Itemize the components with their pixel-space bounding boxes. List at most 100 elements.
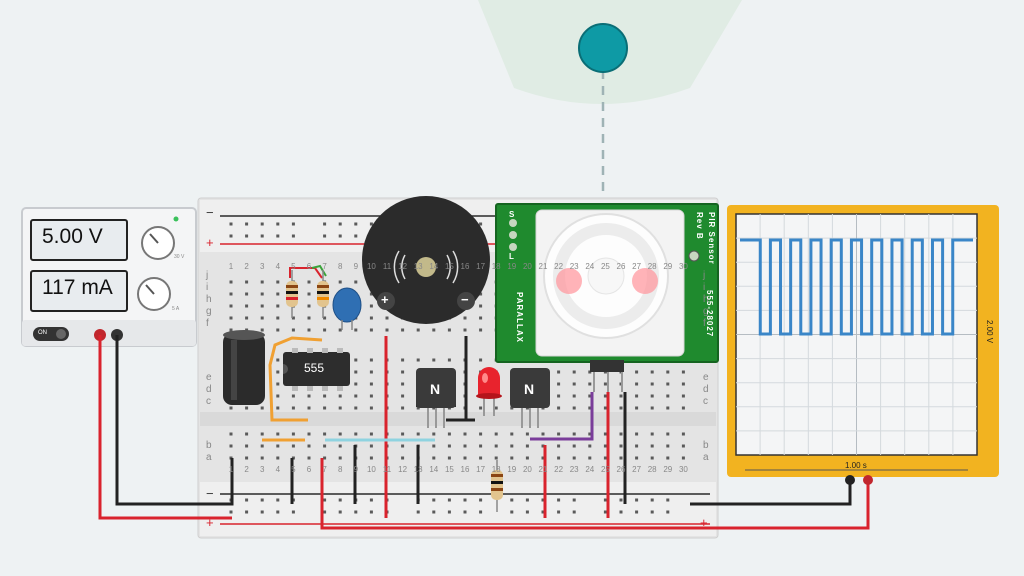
breadboard-hole[interactable]: [572, 456, 576, 460]
breadboard-hole[interactable]: [338, 432, 342, 436]
breadboard-hole[interactable]: [479, 358, 483, 362]
breadboard-hole[interactable]: [541, 510, 545, 514]
breadboard-hole[interactable]: [681, 382, 685, 386]
breadboard-hole[interactable]: [323, 510, 327, 514]
breadboard-hole[interactable]: [369, 382, 373, 386]
breadboard-hole[interactable]: [385, 316, 389, 320]
breadboard-hole[interactable]: [354, 328, 358, 332]
breadboard-hole[interactable]: [307, 280, 311, 284]
breadboard-hole[interactable]: [245, 328, 249, 332]
electrolytic-capacitor[interactable]: [223, 330, 265, 405]
breadboard-hole[interactable]: [338, 406, 342, 410]
breadboard-hole[interactable]: [323, 328, 327, 332]
breadboard-hole[interactable]: [510, 432, 514, 436]
breadboard-hole[interactable]: [463, 316, 467, 320]
breadboard-hole[interactable]: [416, 328, 420, 332]
breadboard-hole[interactable]: [354, 234, 358, 238]
breadboard-hole[interactable]: [260, 432, 264, 436]
scope-ground-terminal[interactable]: [845, 475, 855, 485]
breadboard-hole[interactable]: [369, 222, 373, 226]
breadboard-hole[interactable]: [619, 432, 623, 436]
breadboard-hole[interactable]: [307, 432, 311, 436]
breadboard-hole[interactable]: [588, 444, 592, 448]
breadboard-hole[interactable]: [416, 358, 420, 362]
breadboard-hole[interactable]: [557, 382, 561, 386]
breadboard-hole[interactable]: [619, 444, 623, 448]
breadboard-hole[interactable]: [588, 456, 592, 460]
breadboard-hole[interactable]: [432, 498, 436, 502]
breadboard-hole[interactable]: [291, 222, 295, 226]
breadboard-hole[interactable]: [323, 222, 327, 226]
breadboard-hole[interactable]: [401, 382, 405, 386]
breadboard-hole[interactable]: [603, 394, 607, 398]
breadboard-hole[interactable]: [635, 444, 639, 448]
breadboard-hole[interactable]: [572, 432, 576, 436]
breadboard-hole[interactable]: [369, 444, 373, 448]
breadboard-hole[interactable]: [229, 328, 233, 332]
breadboard-hole[interactable]: [338, 328, 342, 332]
breadboard-hole[interactable]: [572, 406, 576, 410]
breadboard-hole[interactable]: [650, 406, 654, 410]
breadboard-hole[interactable]: [229, 280, 233, 284]
resistor-2[interactable]: [317, 270, 329, 318]
breadboard-hole[interactable]: [432, 358, 436, 362]
breadboard-hole[interactable]: [447, 444, 451, 448]
breadboard-hole[interactable]: [432, 328, 436, 332]
breadboard-hole[interactable]: [666, 456, 670, 460]
breadboard-hole[interactable]: [603, 456, 607, 460]
breadboard-hole[interactable]: [291, 394, 295, 398]
breadboard-hole[interactable]: [666, 370, 670, 374]
breadboard-hole[interactable]: [479, 304, 483, 308]
breadboard-hole[interactable]: [229, 432, 233, 436]
breadboard-hole[interactable]: [260, 510, 264, 514]
ceramic-capacitor[interactable]: [332, 287, 362, 323]
breadboard-hole[interactable]: [479, 456, 483, 460]
breadboard-hole[interactable]: [338, 394, 342, 398]
breadboard-hole[interactable]: [229, 510, 233, 514]
breadboard-hole[interactable]: [572, 382, 576, 386]
breadboard-hole[interactable]: [245, 316, 249, 320]
breadboard-hole[interactable]: [619, 510, 623, 514]
breadboard-hole[interactable]: [354, 510, 358, 514]
breadboard-hole[interactable]: [276, 328, 280, 332]
breadboard-hole[interactable]: [635, 370, 639, 374]
breadboard-hole[interactable]: [681, 432, 685, 436]
breadboard-hole[interactable]: [447, 456, 451, 460]
breadboard-hole[interactable]: [338, 234, 342, 238]
breadboard-hole[interactable]: [494, 406, 498, 410]
breadboard-hole[interactable]: [635, 510, 639, 514]
breadboard-hole[interactable]: [463, 456, 467, 460]
breadboard-hole[interactable]: [479, 510, 483, 514]
breadboard-hole[interactable]: [276, 432, 280, 436]
breadboard-hole[interactable]: [291, 432, 295, 436]
wire-pir-signal[interactable]: [530, 392, 594, 441]
breadboard-hole[interactable]: [245, 406, 249, 410]
breadboard-hole[interactable]: [510, 510, 514, 514]
breadboard-hole[interactable]: [650, 498, 654, 502]
wire-resistor-red[interactable]: [289, 267, 323, 279]
breadboard-hole[interactable]: [479, 316, 483, 320]
breadboard-hole[interactable]: [245, 222, 249, 226]
breadboard-hole[interactable]: [525, 432, 529, 436]
breadboard-hole[interactable]: [650, 382, 654, 386]
breadboard-hole[interactable]: [510, 406, 514, 410]
breadboard-hole[interactable]: [525, 498, 529, 502]
breadboard-hole[interactable]: [276, 456, 280, 460]
breadboard-hole[interactable]: [291, 510, 295, 514]
breadboard-hole[interactable]: [369, 406, 373, 410]
breadboard-hole[interactable]: [557, 510, 561, 514]
breadboard-hole[interactable]: [369, 432, 373, 436]
breadboard-hole[interactable]: [323, 394, 327, 398]
breadboard-hole[interactable]: [260, 328, 264, 332]
breadboard-hole[interactable]: [416, 406, 420, 410]
breadboard-hole[interactable]: [603, 510, 607, 514]
breadboard-hole[interactable]: [666, 444, 670, 448]
breadboard-hole[interactable]: [369, 292, 373, 296]
breadboard-hole[interactable]: [245, 498, 249, 502]
breadboard-hole[interactable]: [416, 510, 420, 514]
breadboard-hole[interactable]: [447, 432, 451, 436]
breadboard-hole[interactable]: [479, 432, 483, 436]
breadboard-hole[interactable]: [245, 444, 249, 448]
breadboard-hole[interactable]: [260, 444, 264, 448]
breadboard-hole[interactable]: [276, 292, 280, 296]
